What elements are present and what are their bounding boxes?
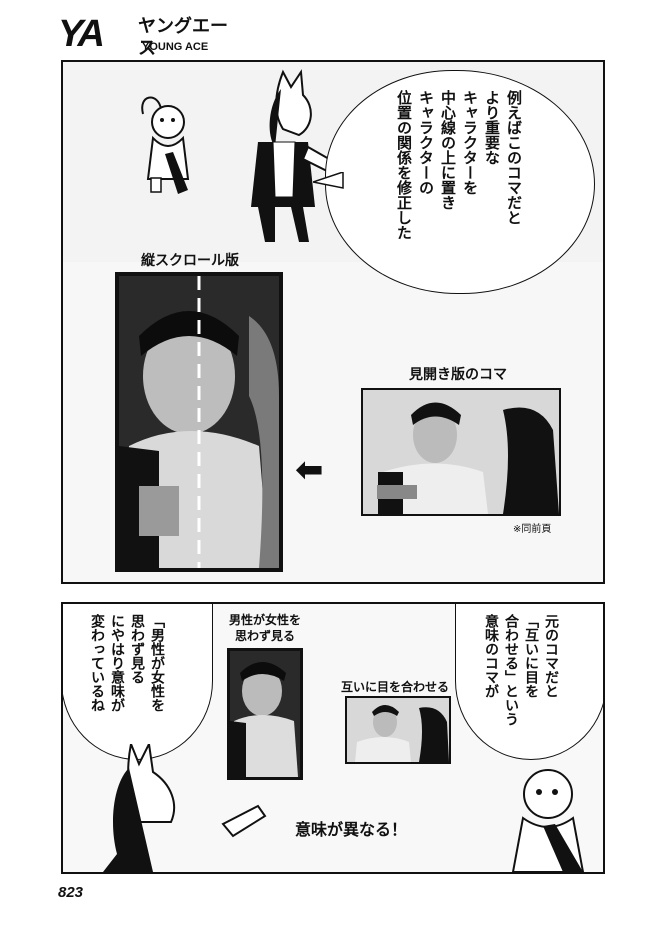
small-vertical-panel — [227, 648, 303, 780]
bubble-line-6: 位置の関係を修正した — [395, 90, 413, 240]
right-line-4: 意味のコマが — [483, 614, 499, 698]
small-spread-panel — [345, 696, 451, 764]
label-man-looks: 男性が女性を 思わず見る — [229, 613, 302, 643]
bubble-line-4: 中心線の上に置き — [439, 90, 457, 210]
bubble-line-2: より重要な — [483, 90, 501, 165]
left-arrow-icon: ⬅ — [295, 450, 324, 490]
manga-panel-1: 例えばこのコマだと より重要な キャラクターを 中心線の上に置き キャラクターの… — [61, 60, 605, 584]
speech-bubble-left — [63, 604, 213, 760]
horse-character-bottom-illustration — [103, 744, 267, 872]
label-mutual-gaze: 互いに目を合わせる — [341, 680, 450, 694]
right-line-3: 合わせる」という — [503, 614, 519, 726]
right-bubble-text: 元のコマだと 「互いに目を 合わせる」という 意味のコマが — [481, 614, 561, 754]
left-line-3: にやはり意味が — [109, 614, 125, 712]
left-bubble-text: 「男性が女性を 思わず見る にやはり意味が 変わっているね — [87, 614, 167, 754]
monkey-character-illustration — [141, 96, 190, 194]
left-line-1: 「男性が女性を — [149, 614, 165, 712]
small-vertical-art — [230, 651, 300, 777]
left-line-2: 思わず見る — [129, 614, 145, 684]
bubble-line-3: キャラクターを — [461, 90, 479, 195]
spread-panel-art — [363, 390, 559, 514]
logo-en: YOUNG ACE — [142, 41, 209, 53]
page-number: 823 — [58, 884, 84, 901]
bubble-line-5: キャラクターの — [417, 90, 435, 195]
vertical-panel-art — [119, 276, 279, 568]
magazine-logo: YA ヤングエース YOUNG ACE — [58, 13, 228, 59]
right-line-1: 元のコマだと — [543, 614, 559, 698]
bubble-tail — [313, 172, 344, 189]
left-line-4: 変わっているね — [89, 614, 105, 712]
horse-character-illustration — [251, 69, 345, 242]
monkey-character-bottom-illustration — [511, 769, 585, 872]
label-meaning-differs: 意味が異なる！ — [295, 820, 408, 839]
speech-bubble-right — [455, 604, 603, 760]
manga-panel-2: 「男性が女性を 思わず見る にやはり意味が 変わっているね 元のコマだと 「互い… — [61, 602, 605, 874]
bubble-line-1: 例えばこのコマだと — [505, 90, 523, 225]
vertical-scroll-panel — [115, 272, 283, 572]
logo-kana: ヤングエース — [138, 16, 228, 59]
label-vertical-scroll: 縦スクロール版 — [141, 253, 239, 269]
label-spread-panel: 見開き版のコマ — [409, 367, 507, 383]
speech-bubble-text: 例えばこのコマだと より重要な キャラクターを 中心線の上に置き キャラクターの… — [393, 90, 525, 290]
reference-note: ※同前頁 — [513, 524, 552, 535]
spread-version-panel — [361, 388, 561, 516]
logo-ya: YA — [58, 13, 105, 55]
small-spread-art — [347, 698, 449, 762]
right-line-2: 「互いに目を — [523, 614, 539, 698]
